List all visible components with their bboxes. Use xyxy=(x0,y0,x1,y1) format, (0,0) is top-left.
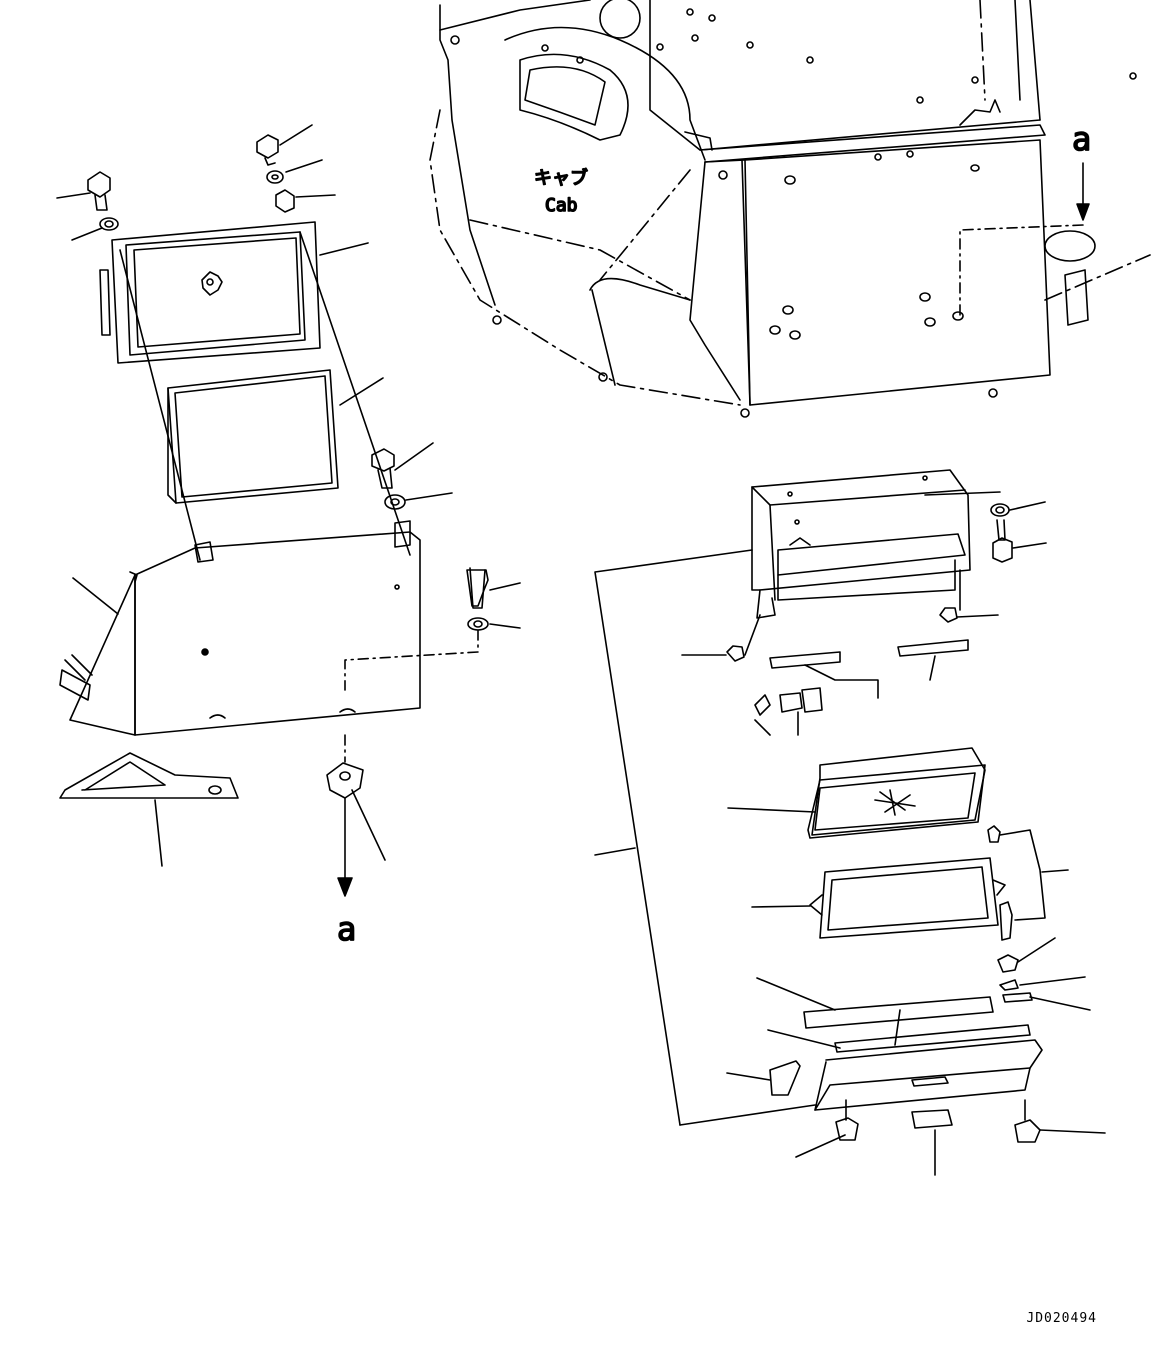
seal-strips xyxy=(769,639,969,699)
view-marker-top: a xyxy=(1072,120,1091,158)
duct-housing xyxy=(59,231,479,736)
air-box xyxy=(594,469,1001,1126)
right-clips xyxy=(987,825,1091,1011)
right-filter xyxy=(727,747,986,839)
gasket xyxy=(59,752,239,867)
view-arrow-top xyxy=(959,162,1090,319)
view-marker-bottom: a xyxy=(337,910,356,948)
filter-element xyxy=(167,369,384,504)
prefilter-frame xyxy=(99,221,369,364)
right-fasteners xyxy=(681,501,1047,736)
cab-label-jp: キャブ xyxy=(534,167,588,189)
cab-body xyxy=(429,0,1151,418)
bottom-cover xyxy=(594,847,1106,1176)
cab-label-en: Cab xyxy=(545,195,578,216)
right-frame xyxy=(751,857,1006,939)
drawing-id: JD020494 xyxy=(1026,1311,1097,1326)
left-fasteners xyxy=(56,124,521,631)
square-nut xyxy=(326,734,386,897)
